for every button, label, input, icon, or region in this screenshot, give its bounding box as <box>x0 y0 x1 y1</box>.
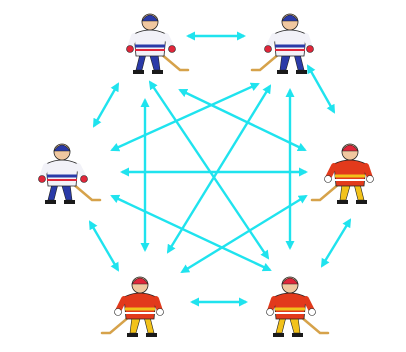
arrow-p5-p6 <box>88 220 120 272</box>
arrow-p1-p4 <box>148 80 270 260</box>
arrow-p4-p6 <box>110 194 272 272</box>
arrow-p2-p6 <box>110 82 260 152</box>
arrow-p2-p3 <box>306 64 336 114</box>
hockey-player-p3 <box>310 143 374 204</box>
arrow-p3-p5 <box>180 194 308 274</box>
hockey-player-p5 <box>100 276 164 337</box>
hockey-player-p6 <box>38 143 102 204</box>
arrow-p1-p3 <box>178 88 307 152</box>
arrow-p6-p1 <box>92 82 120 128</box>
hockey-player-p2 <box>250 13 314 74</box>
arrow-layer <box>88 31 352 307</box>
arrow-p3-p4 <box>320 218 352 268</box>
player-layer <box>38 13 374 337</box>
hockey-player-p1 <box>126 13 190 74</box>
hockey-player-p4 <box>266 276 330 337</box>
